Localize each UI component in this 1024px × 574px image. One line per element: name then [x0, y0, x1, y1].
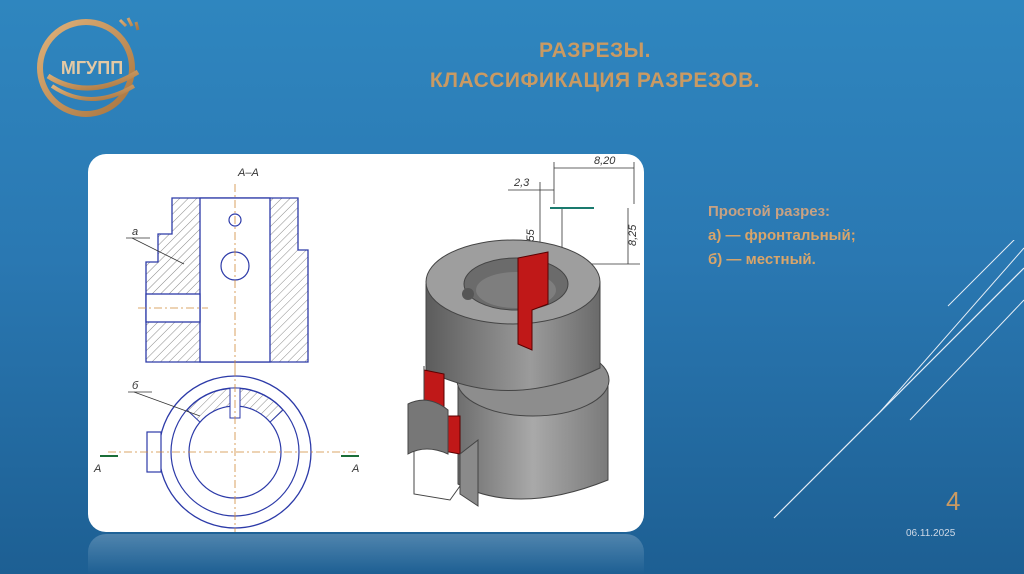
isometric-model	[407, 239, 610, 507]
slide-title: РАЗРЕЗЫ. КЛАССИФИКАЦИЯ РАЗРЕЗОВ.	[300, 36, 890, 96]
caption-heading: Простой разрез:	[708, 203, 831, 220]
caption-item-a: а) — фронтальный;	[708, 227, 856, 244]
label-a: а	[132, 226, 138, 238]
page-number: 4	[946, 486, 961, 516]
dim-2-3: 2,3	[513, 177, 530, 189]
front-section-view: а	[126, 184, 309, 370]
slide-date: 06.11.2025	[906, 528, 956, 539]
drawing-card: А–А а	[88, 154, 644, 532]
section-label: А–А	[237, 167, 259, 179]
caption-block: Простой разрез: а) — фронтальный; б) — м…	[708, 200, 856, 272]
logo-text: МГУПП	[61, 58, 123, 78]
card-reflection	[88, 534, 644, 574]
cut-mark-left: А	[93, 463, 101, 475]
title-line-1: РАЗРЕЗЫ.	[538, 39, 652, 62]
caption-item-b: б) — местный.	[708, 251, 816, 268]
technical-drawing: А–А а	[93, 155, 640, 532]
top-view: б А А	[93, 368, 359, 532]
dim-8-20: 8,20	[594, 155, 616, 167]
title-line-2: КЛАССИФИКАЦИЯ РАЗРЕЗОВ.	[429, 69, 761, 92]
label-b: б	[132, 380, 139, 392]
cut-mark-right: А	[351, 463, 359, 475]
mgupp-logo: МГУПП	[37, 17, 140, 117]
dim-8-25: 8,25	[627, 224, 639, 246]
decorative-lines	[773, 240, 1024, 519]
